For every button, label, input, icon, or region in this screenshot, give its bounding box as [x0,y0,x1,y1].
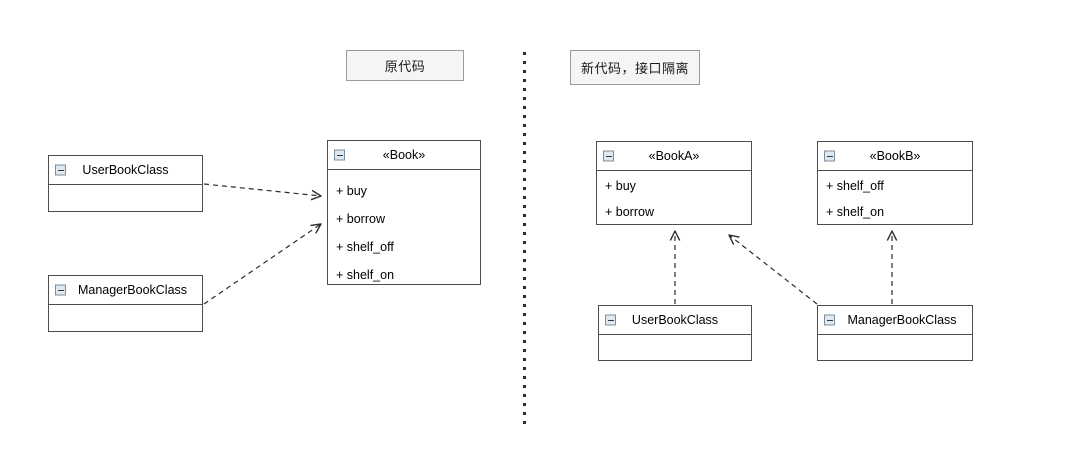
class-member: + borrow [336,212,385,226]
caption-original-code[interactable]: 原代码 [346,50,464,81]
class-member: + borrow [605,205,654,219]
class-members: + buy + borrow + shelf_off + shelf_on [328,170,480,289]
collapse-minus-icon[interactable] [55,164,66,176]
class-box-bookb-interface[interactable]: «BookB» + shelf_off + shelf_on [817,141,973,225]
collapse-minus-icon[interactable] [334,149,345,161]
class-members: + buy + borrow [597,171,751,225]
collapse-minus-icon[interactable] [603,150,614,162]
class-members [49,305,202,331]
vertical-dotted-divider [523,52,526,430]
connector-manager-to-book [203,224,321,305]
class-name-label: ManagerBookClass [847,313,957,327]
collapse-minus-icon[interactable] [605,314,616,326]
class-name-label: «BookB» [869,149,921,163]
class-header: «Book» [328,141,480,170]
class-box-user-book-class-left[interactable]: UserBookClass [48,155,203,212]
class-members [49,185,202,211]
class-member: + shelf_on [336,268,395,282]
class-name-label: UserBookClass [631,313,719,327]
class-members [818,335,972,361]
collapse-minus-icon[interactable] [824,314,835,326]
class-header: ManagerBookClass [49,276,202,305]
class-header: «BookA» [597,142,751,171]
class-member: + shelf_off [826,179,884,193]
caption-new-code[interactable]: 新代码，接口隔离 [570,50,700,85]
class-header: «BookB» [818,142,972,171]
class-name-label: ManagerBookClass [77,283,188,297]
caption-original-code-label: 原代码 [384,59,426,74]
class-box-book-interface[interactable]: «Book» + buy + borrow + shelf_off + shel… [327,140,481,285]
collapse-minus-icon[interactable] [55,284,66,296]
class-name-label: «Book» [382,148,426,162]
connector-user-to-book [203,183,321,196]
class-member: + buy [605,179,636,193]
class-member: + shelf_on [826,205,885,219]
class-name-label: UserBookClass [82,163,169,177]
class-header: UserBookClass [49,156,202,185]
class-box-user-book-class-right[interactable]: UserBookClass [598,305,752,361]
collapse-minus-icon[interactable] [824,150,835,162]
class-box-manager-book-class-left[interactable]: ManagerBookClass [48,275,203,332]
class-members [599,335,751,361]
class-name-label: «BookA» [648,149,700,163]
caption-new-code-label: 新代码，接口隔离 [580,61,689,76]
class-header: ManagerBookClass [818,306,972,335]
class-header: UserBookClass [599,306,751,335]
class-member: + shelf_off [336,240,394,254]
connector-manager-to-booka [729,235,818,305]
class-members: + shelf_off + shelf_on [818,171,972,225]
class-box-manager-book-class-right[interactable]: ManagerBookClass [817,305,973,361]
class-member: + buy [336,184,367,198]
class-box-booka-interface[interactable]: «BookA» + buy + borrow [596,141,752,225]
